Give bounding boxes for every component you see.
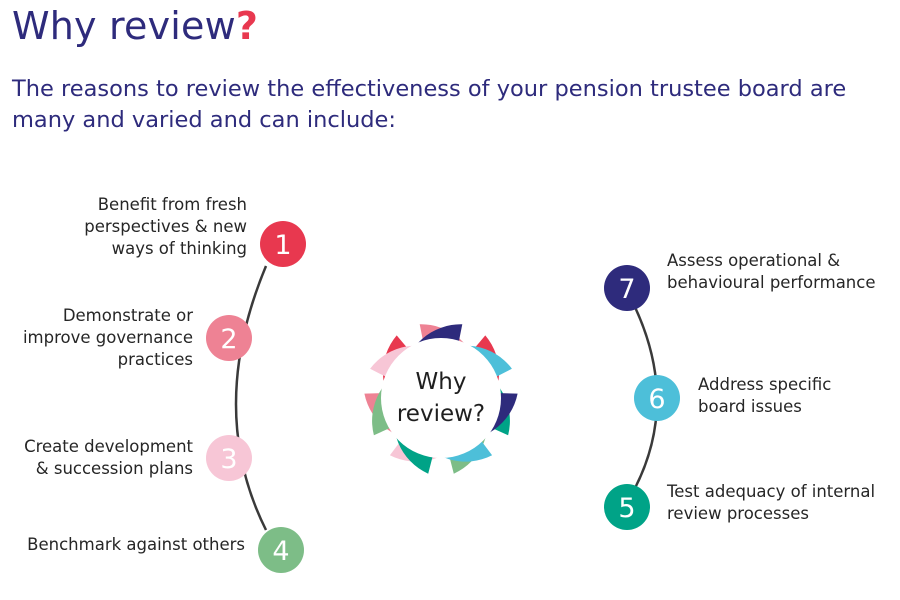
badge-7: 7 [604, 265, 650, 311]
badge-circle-2 [206, 315, 252, 361]
reason-label-3: Create development & succession plans [24, 437, 193, 478]
badge-circle-6 [634, 375, 680, 421]
badge-1: 1 [260, 221, 306, 267]
center-label-line1: Why [416, 369, 467, 395]
presenter-icon [304, 397, 350, 453]
reason-label-4: Benchmark against others [27, 535, 245, 554]
magnifier-icon [474, 480, 514, 520]
group-icon [522, 408, 576, 440]
title-question-mark: ? [235, 4, 259, 48]
badge-4: 4 [258, 527, 304, 573]
page-title: Why review? [12, 4, 258, 48]
badge-number-2: 2 [220, 324, 237, 355]
badge-number-1: 1 [274, 230, 291, 261]
center-label-line2: review? [397, 401, 485, 427]
left-connector-arc [234, 265, 268, 531]
award-badge-icon [365, 483, 411, 538]
reason-label-7: Assess operational & behavioural perform… [667, 251, 876, 292]
badge-number-4: 4 [272, 536, 289, 567]
badge-number-5: 5 [618, 493, 635, 524]
badge-number-3: 3 [220, 444, 237, 475]
badge-6: 6 [634, 375, 680, 421]
computer-monitor-icon [319, 306, 371, 349]
badge-3: 3 [206, 435, 252, 481]
badge-circle-4 [258, 527, 304, 573]
badge-2: 2 [206, 315, 252, 361]
badge-number-7: 7 [618, 274, 635, 305]
badge-circle-5 [604, 484, 650, 530]
page-subtitle: The reasons to review the effectiveness … [12, 76, 847, 133]
badge-5: 5 [604, 484, 650, 530]
title-text: Why review [12, 4, 236, 48]
badge-circle-3 [206, 435, 252, 481]
center-circle [381, 338, 501, 458]
reason-label-6: Address specific board issues [698, 375, 832, 416]
lightbulb-icon [413, 257, 467, 312]
badge-circle-1 [260, 221, 306, 267]
reason-label-1: Benefit from fresh perspectives & new wa… [84, 195, 247, 258]
reason-label-2: Demonstrate or improve governance practi… [22, 306, 193, 369]
bar-chart-icon [513, 301, 559, 342]
reason-label-5: Test adequacy of internal review process… [667, 482, 876, 523]
badge-number-6: 6 [648, 384, 665, 415]
badge-circle-7 [604, 265, 650, 311]
